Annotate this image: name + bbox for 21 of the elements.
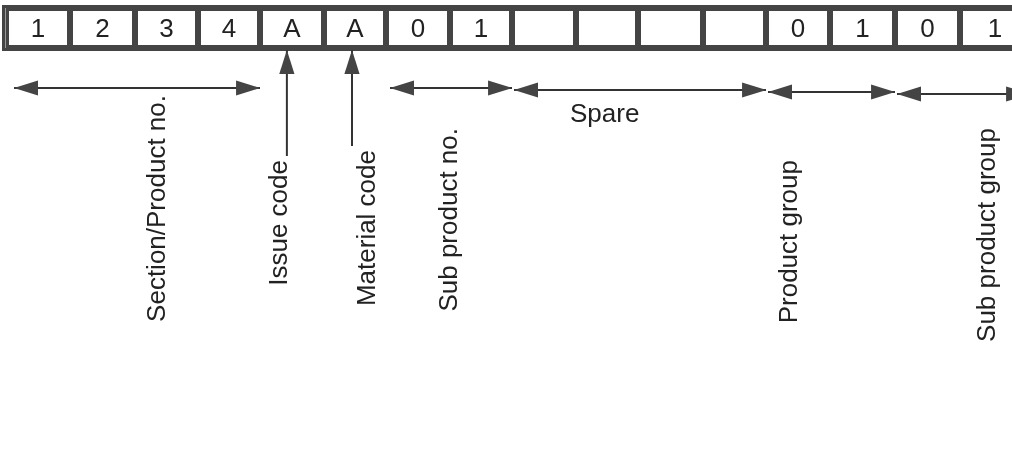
code-digit-cell: 1 bbox=[960, 8, 1012, 48]
code-digit-cell: 1 bbox=[830, 8, 895, 48]
leader-arrow bbox=[344, 49, 360, 147]
code-digit-cell: 4 bbox=[198, 8, 260, 48]
field-label: Sub product no. bbox=[432, 128, 464, 312]
field-label: Product group bbox=[772, 160, 804, 324]
field-label: Section/Product no. bbox=[140, 95, 172, 322]
field-label: Spare bbox=[570, 98, 640, 128]
code-digit-cell: A bbox=[260, 8, 324, 48]
field-label: Sub product group bbox=[970, 128, 1002, 342]
code-digit-cell: 2 bbox=[70, 8, 135, 48]
code-digit-cell: 1 bbox=[450, 8, 512, 48]
field-label: Material code bbox=[350, 150, 382, 307]
code-digit-cell: A bbox=[324, 8, 386, 48]
code-digit-cell: 0 bbox=[386, 8, 450, 48]
code-digit-cell: 1 bbox=[6, 8, 70, 48]
leader-arrow bbox=[279, 49, 295, 157]
code-digit-cell: 0 bbox=[766, 8, 830, 48]
code-digit-cell: 0 bbox=[895, 8, 960, 48]
code-digit-cell: 3 bbox=[135, 8, 198, 48]
field-label: Issue code bbox=[262, 160, 294, 286]
